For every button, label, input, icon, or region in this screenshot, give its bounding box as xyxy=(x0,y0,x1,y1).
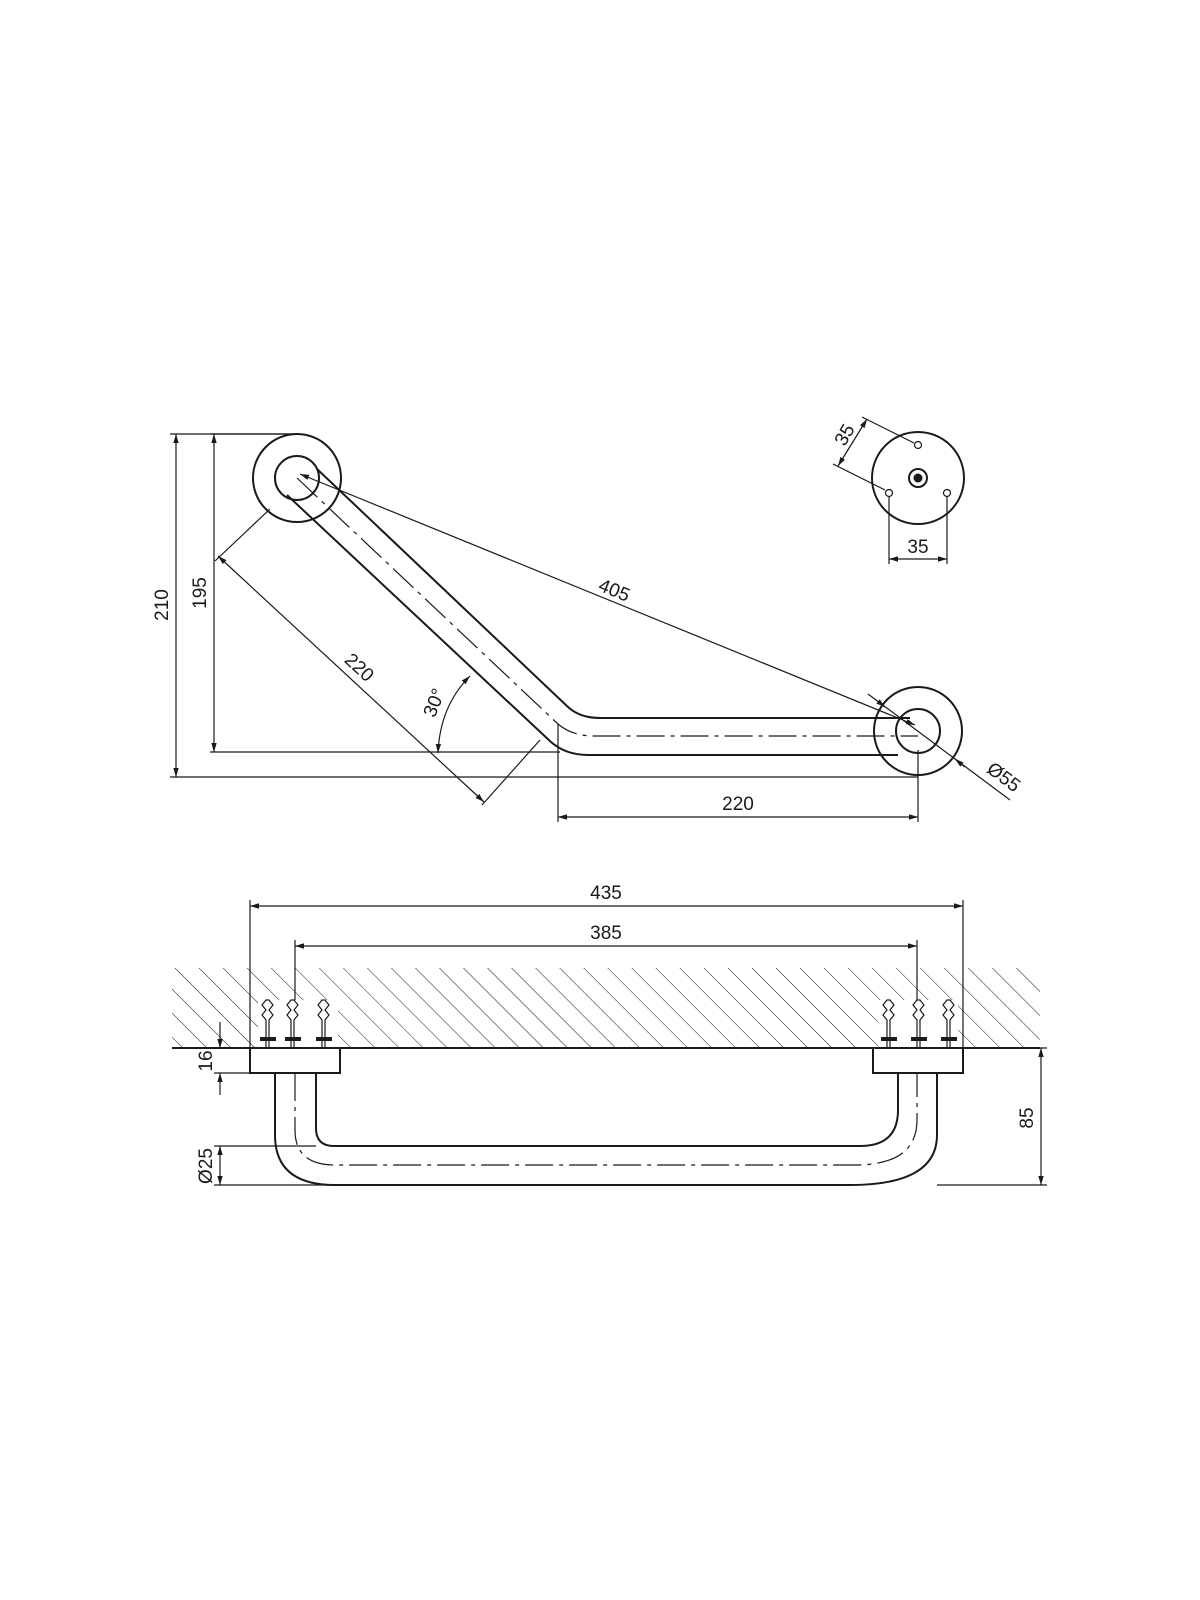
dim-tube-diameter: Ø25 xyxy=(196,1148,217,1184)
dim-hole-spacing: 35 xyxy=(907,537,928,558)
dim-leg-horizontal-220: 220 xyxy=(722,794,754,815)
dim-hole-offset: 35 xyxy=(831,421,860,450)
dim-leg-angled-220: 220 xyxy=(340,649,378,686)
dim-flange-diameter: Ø55 xyxy=(983,758,1024,796)
dim-flange-thickness: 16 xyxy=(196,1050,217,1071)
dim-overall-length: 435 xyxy=(590,883,622,904)
dim-projection: 85 xyxy=(1017,1107,1038,1128)
dim-height-210: 210 xyxy=(152,589,173,621)
front-flange-left xyxy=(249,1047,341,1074)
dim-center-distance: 385 xyxy=(590,923,622,944)
angled-bar xyxy=(286,468,918,756)
flange-detail: 35 35 xyxy=(831,416,965,564)
wall-section xyxy=(172,968,1040,1049)
front-flange-right xyxy=(872,1047,964,1074)
dim-diagonal-405: 405 xyxy=(595,575,632,606)
wall-anchors-left xyxy=(260,999,332,1047)
front-view: 435 385 16 Ø25 85 xyxy=(172,883,1047,1186)
grab-bar-tube xyxy=(274,1073,938,1186)
wall-anchors-right xyxy=(881,999,957,1047)
top-view: 210 195 405 220 30° Ø55 220 xyxy=(152,433,1024,822)
dim-height-195: 195 xyxy=(190,577,211,609)
